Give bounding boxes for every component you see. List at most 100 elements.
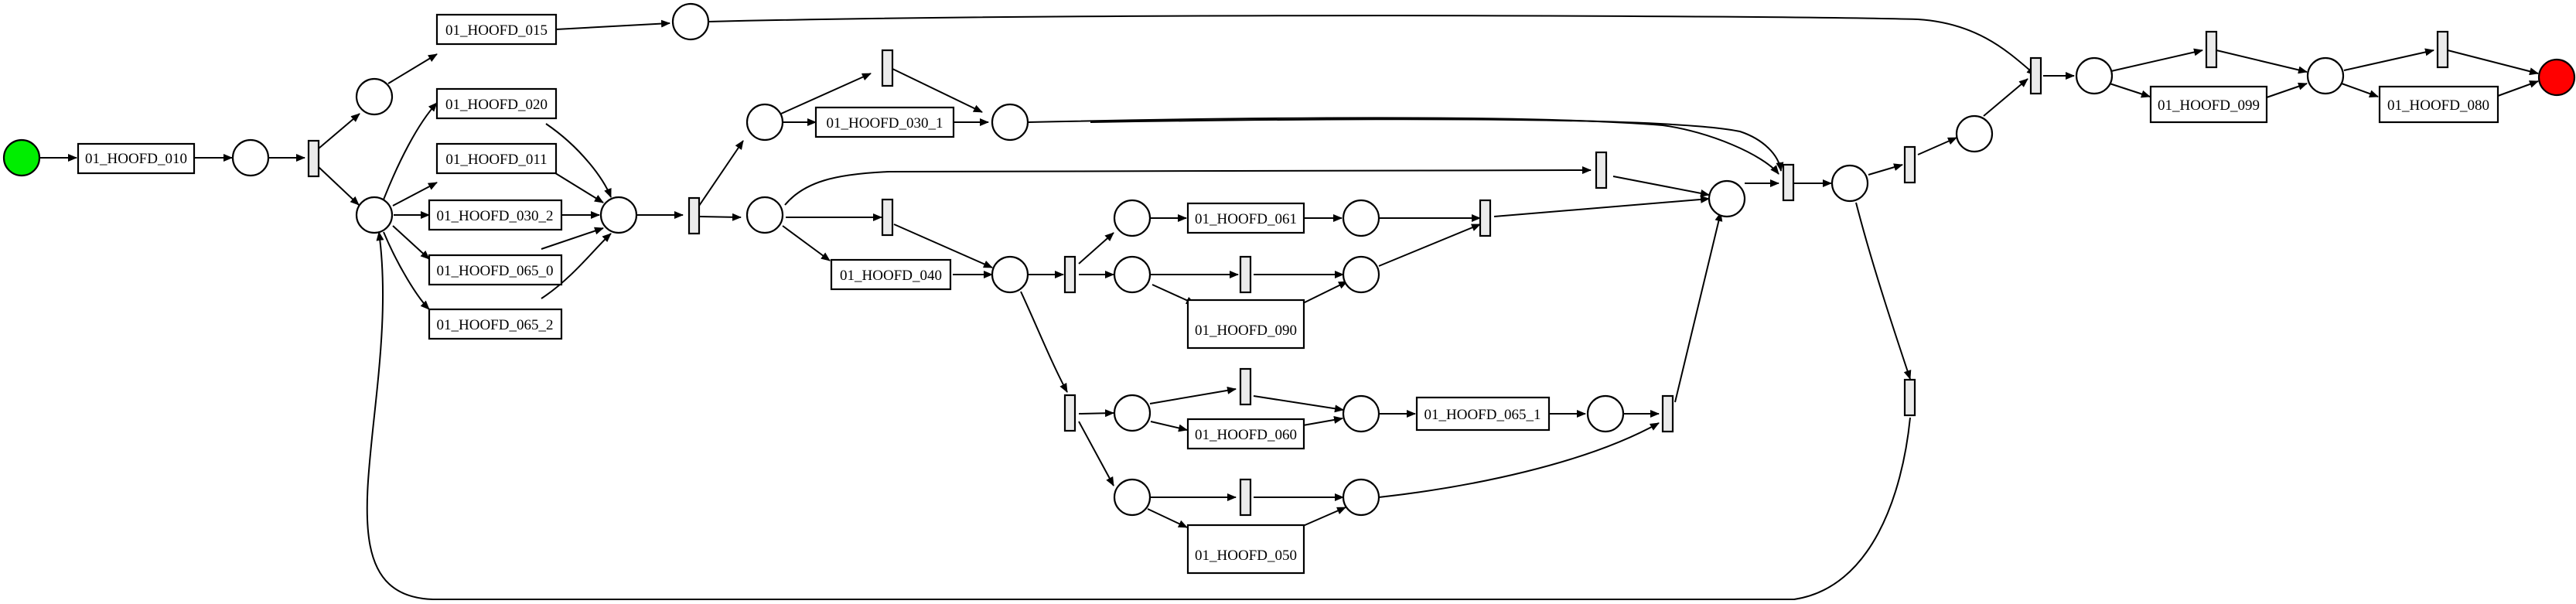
transition-label: 01_HOOFD_061 — [1195, 211, 1297, 227]
place — [355, 77, 394, 116]
place — [1113, 478, 1152, 517]
silent-transitions — [307, 30, 2449, 517]
arc — [1378, 224, 1481, 267]
transition-01-hoofd-090: 01_HOOFD_090 — [1186, 299, 1305, 350]
transition-01-hoofd-060: 01_HOOFD_060 — [1186, 418, 1305, 450]
arc — [318, 166, 360, 206]
transition-label: 01_HOOFD_050 — [1195, 548, 1297, 564]
place — [746, 196, 784, 234]
transition-label: 01_HOOFD_030_1 — [827, 115, 943, 131]
transition-01-hoofd-030-1: 01_HOOFD_030_1 — [814, 106, 955, 138]
place — [671, 2, 710, 41]
arc — [1090, 118, 1784, 172]
place — [1113, 255, 1152, 294]
arc — [1917, 137, 1957, 155]
arc — [383, 231, 430, 310]
silent-transition — [1063, 394, 1076, 432]
silent-transition — [2436, 30, 2449, 69]
transition-01-hoofd-040: 01_HOOFD_040 — [830, 258, 952, 291]
transition-01-hoofd-020: 01_HOOFD_020 — [435, 87, 558, 120]
transition-label: 01_HOOFD_065_1 — [1424, 407, 1541, 423]
arc — [1302, 507, 1346, 527]
transition-label: 01_HOOFD_015 — [445, 22, 548, 39]
arc — [545, 123, 612, 198]
silent-transition — [1063, 255, 1076, 294]
place — [1342, 199, 1380, 237]
arc — [2109, 83, 2151, 98]
transition-01-hoofd-011: 01_HOOFD_011 — [435, 142, 558, 175]
place — [1586, 394, 1625, 433]
silent-transition — [881, 198, 894, 237]
arc — [318, 113, 360, 149]
arc — [366, 231, 1911, 600]
arc — [2497, 80, 2539, 97]
transition-label: 01_HOOFD_010 — [85, 151, 187, 167]
silent-transition — [1239, 478, 1252, 517]
place — [1955, 114, 1994, 153]
place — [1342, 255, 1380, 294]
arc — [1302, 415, 1343, 426]
arc — [541, 227, 604, 250]
places — [2, 2, 2576, 517]
silent-transition — [1239, 255, 1252, 294]
arc — [2343, 48, 2434, 71]
arc — [2447, 49, 2539, 76]
arc — [1253, 395, 1344, 413]
arc — [541, 233, 612, 299]
silent-transition — [1903, 145, 1916, 184]
place — [231, 138, 270, 177]
silent-transition — [2205, 30, 2218, 69]
transition-01-hoofd-015: 01_HOOFD_015 — [435, 13, 558, 46]
transition-label: 01_HOOFD_060 — [1195, 427, 1297, 443]
transition-01-hoofd-030-2: 01_HOOFD_030_2 — [428, 199, 563, 231]
arc — [552, 171, 604, 203]
arc — [1868, 163, 1903, 176]
arc — [383, 102, 438, 200]
transition-label: 01_HOOFD_020 — [445, 97, 548, 113]
silent-transition — [881, 49, 894, 87]
place — [746, 103, 784, 142]
arc — [1150, 421, 1188, 432]
arc — [708, 15, 2036, 76]
silent-transition — [2029, 56, 2042, 95]
arc — [1078, 409, 1114, 418]
transition-label: 01_HOOFD_030_2 — [437, 208, 554, 224]
arc — [780, 73, 872, 114]
silent-transition — [1661, 394, 1674, 433]
silent-transition — [688, 196, 701, 235]
arc — [2266, 82, 2308, 98]
arc — [392, 182, 438, 206]
labeled-transitions: 01_HOOFD_010 01_HOOFD_015 01_HOOFD_020 0… — [77, 13, 2499, 575]
arc — [2110, 48, 2203, 72]
silent-transition — [1782, 163, 1795, 202]
place — [355, 196, 394, 234]
place — [1342, 394, 1380, 433]
silent-transition — [1239, 367, 1252, 406]
arc — [392, 225, 430, 260]
transition-01-hoofd-065-2: 01_HOOFD_065_2 — [428, 308, 563, 340]
arcs — [40, 15, 2539, 600]
arc — [1078, 421, 1114, 486]
arc — [2341, 83, 2379, 97]
arc — [1020, 291, 1068, 393]
place — [1830, 164, 1869, 203]
place — [599, 196, 638, 234]
arc — [698, 140, 744, 206]
arc — [387, 53, 438, 84]
transition-01-hoofd-050: 01_HOOFD_050 — [1186, 524, 1305, 575]
arc — [1147, 508, 1188, 528]
arc — [1149, 386, 1237, 404]
transition-01-hoofd-065-0: 01_HOOFD_065_0 — [428, 254, 563, 286]
transition-01-hoofd-099: 01_HOOFD_099 — [2149, 85, 2268, 124]
arc — [1983, 78, 2028, 117]
arc — [890, 67, 983, 113]
transition-label: 01_HOOFD_065_2 — [437, 317, 554, 333]
transition-01-hoofd-010: 01_HOOFD_010 — [77, 142, 196, 175]
arc — [1378, 422, 1660, 498]
silent-transition — [1903, 378, 1916, 417]
place — [991, 255, 1029, 294]
place — [991, 103, 1029, 142]
transition-label: 01_HOOFD_099 — [2158, 97, 2260, 114]
end-place — [2537, 58, 2576, 97]
